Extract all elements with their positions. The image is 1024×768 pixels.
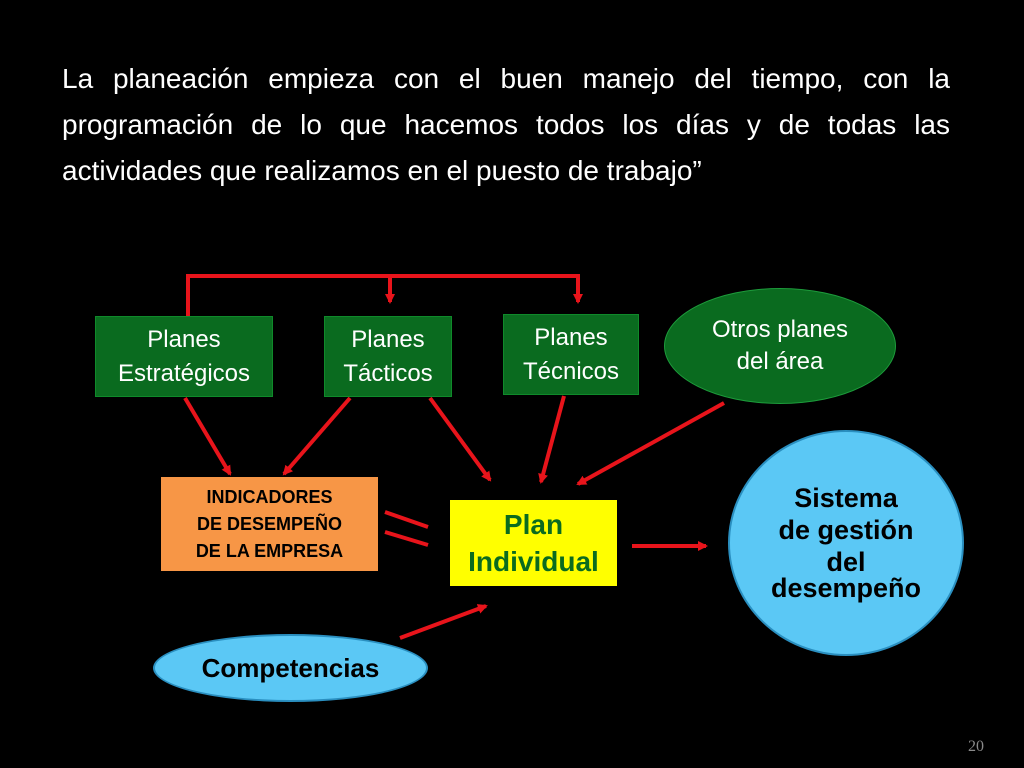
indicadores-line1: INDICADORES — [206, 486, 333, 507]
indicadores-line2: DE DESEMPEÑO — [196, 513, 342, 534]
link-line-bottom — [384, 530, 429, 547]
sistema-line1: Sistema — [794, 483, 898, 513]
indicadores-box: INDICADORES DE DESEMPEÑO DE LA EMPRESA — [161, 477, 378, 571]
top-bracket-line — [186, 274, 583, 316]
otros-planes-ellipse: Otros planes del área — [664, 288, 896, 404]
competencias-label: Competencias — [201, 652, 380, 683]
planes-tecnicos-line1: Planes — [534, 323, 608, 351]
slide-number: 20 — [968, 738, 984, 755]
planes-tacticos-line2: Tácticos — [343, 359, 433, 387]
otros-planes-line1: Otros planes — [711, 316, 849, 343]
plan-individual-box: Plan Individual — [450, 500, 617, 586]
competencias-to-individual-arrow — [399, 604, 488, 640]
sistema-gestion-circle: Sistema de gestión del desempeño — [728, 430, 964, 656]
otros-planes-line2: del área — [736, 348, 824, 375]
planes-tacticos-box: Planes Tácticos — [324, 316, 452, 397]
indicadores-line3: DE LA EMPRESA — [195, 540, 344, 561]
quote-text: La planeación empieza con el buen manejo… — [62, 63, 950, 186]
planes-tacticos-line1: Planes — [351, 325, 425, 353]
planes-tecnicos-box: Planes Técnicos — [503, 314, 639, 395]
sistema-line4: desempeño — [770, 573, 922, 603]
competencias-ellipse: Competencias — [153, 634, 428, 702]
plan-individual-line1: Plan — [503, 509, 564, 540]
planes-estrategicos-box: Planes Estratégicos — [95, 316, 273, 397]
sistema-line2: de gestión — [778, 515, 914, 545]
otros-to-individual-arrow — [576, 401, 725, 486]
planes-estrategicos-line2: Estratégicos — [117, 359, 251, 387]
sistema-line3: del — [826, 547, 866, 577]
tecnicos-to-individual-arrow — [538, 395, 566, 484]
tacticos-to-individual-arrow — [428, 396, 492, 482]
planes-estrategicos-line1: Planes — [147, 325, 221, 353]
estrategicos-to-indicadores-arrow — [183, 396, 232, 476]
tacticos-to-indicadores-arrow — [282, 396, 352, 476]
link-line-top — [384, 510, 429, 529]
planes-tecnicos-line2: Técnicos — [522, 357, 620, 385]
plan-individual-line2: Individual — [468, 546, 599, 577]
